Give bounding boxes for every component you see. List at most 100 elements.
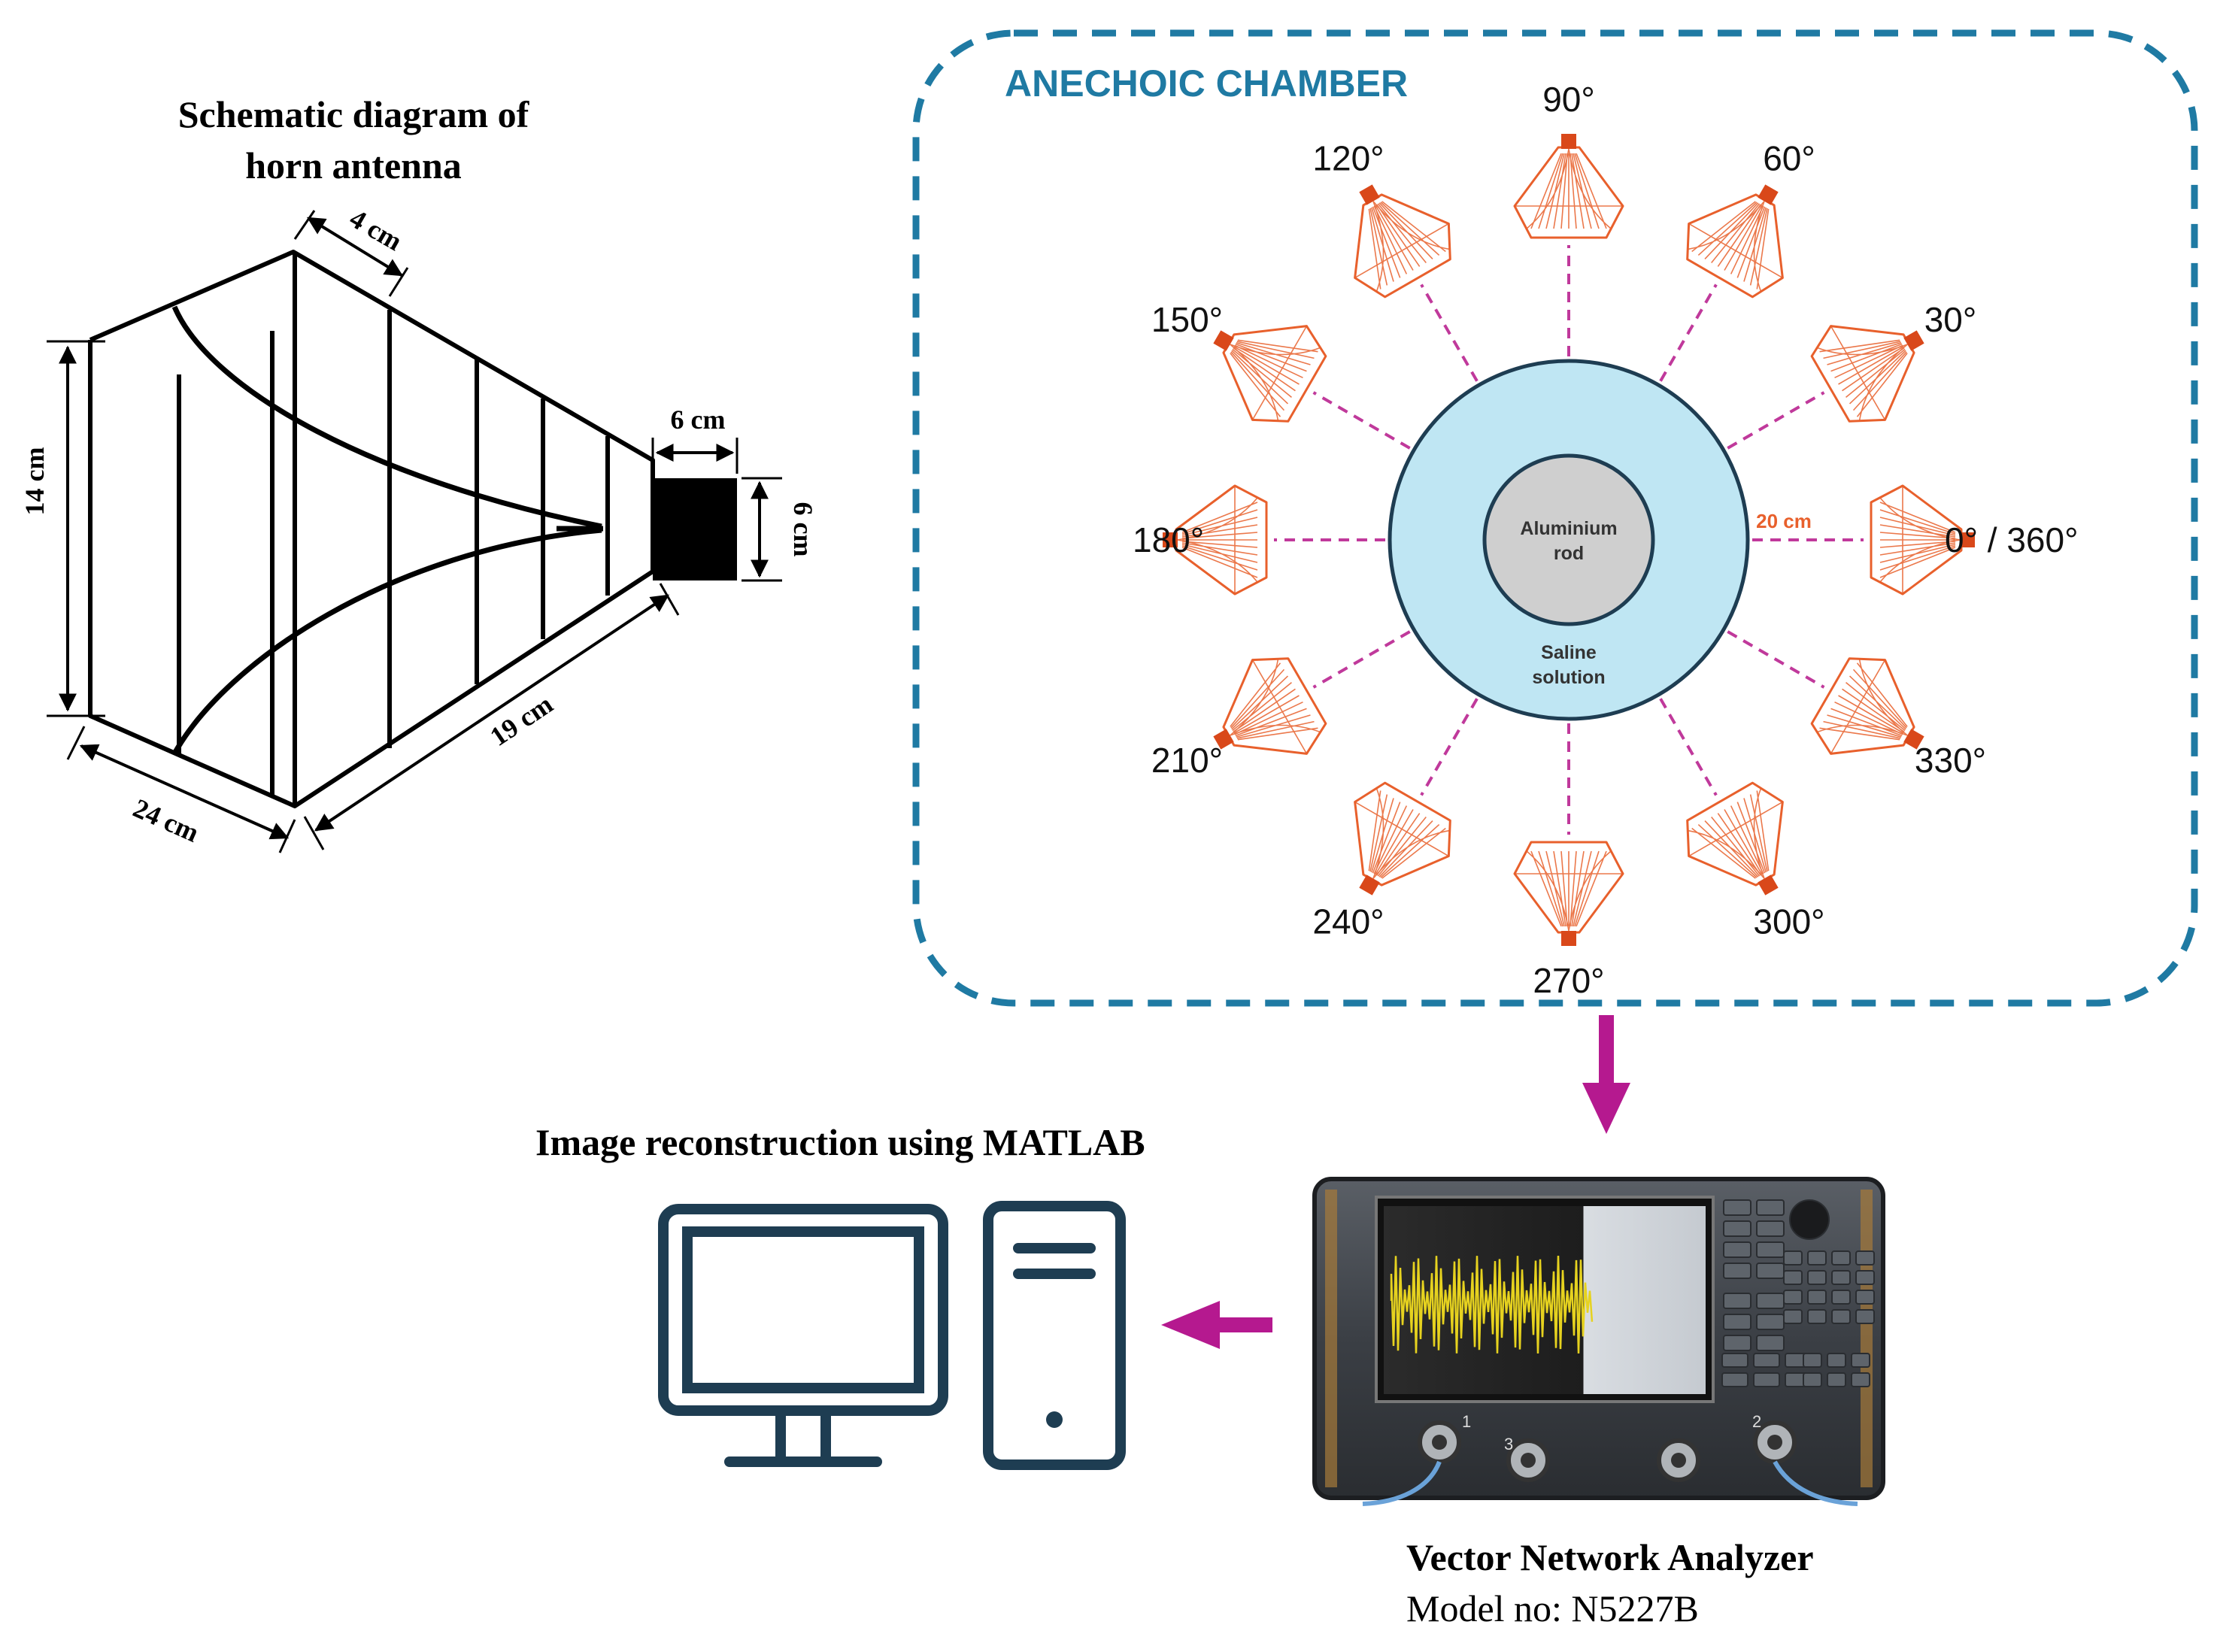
vna-key-20[interactable]: [1783, 1309, 1803, 1324]
vna-key-40[interactable]: [1827, 1372, 1846, 1387]
vna-port-4[interactable]: [1657, 1438, 1700, 1482]
vna-key-34[interactable]: [1753, 1372, 1780, 1387]
vna-key-25[interactable]: [1756, 1293, 1785, 1309]
vna-key-5[interactable]: [1756, 1241, 1785, 1258]
antenna-feed-180: [1163, 532, 1178, 547]
horn-antenna-270: [1513, 841, 1624, 946]
vna-port-label-1: 1: [1462, 1412, 1471, 1431]
computer-tower-icon: [983, 1201, 1126, 1470]
antenna-feed-270: [1561, 931, 1576, 946]
arrow-down-icon: [1582, 1015, 1630, 1134]
horn-antenna-90: [1513, 134, 1624, 239]
antenna-ring: 0° / 360°30°60°90°120°150°180°210°240°27…: [1133, 80, 2078, 1000]
vna-key-39[interactable]: [1803, 1372, 1822, 1387]
vna-key-2[interactable]: [1723, 1220, 1751, 1237]
vna-key-31[interactable]: [1753, 1353, 1780, 1368]
vna-key-21[interactable]: [1807, 1309, 1827, 1324]
vna-key-19[interactable]: [1855, 1290, 1875, 1305]
angle-label-240: 240°: [1312, 902, 1384, 941]
tower-power-led-icon: [1046, 1411, 1063, 1428]
vna-port-label-2: 2: [1752, 1412, 1761, 1431]
vna-key-7[interactable]: [1756, 1262, 1785, 1279]
spoke-line-240: [1420, 698, 1479, 796]
vna-key-23[interactable]: [1855, 1309, 1875, 1324]
horn-antenna-60: [1686, 184, 1784, 299]
spoke-lines: [1274, 245, 1864, 835]
vna-key-38[interactable]: [1851, 1353, 1870, 1368]
vna-ports: 1 3 2: [1362, 1412, 1858, 1506]
saline-label-line2: solution: [1532, 667, 1605, 688]
vna-key-29[interactable]: [1756, 1335, 1785, 1351]
vna-key-24[interactable]: [1723, 1293, 1751, 1309]
vna-key-37[interactable]: [1827, 1353, 1846, 1368]
vna-key-13[interactable]: [1807, 1270, 1827, 1285]
vna-key-6[interactable]: [1723, 1262, 1751, 1279]
chamber-border: [912, 29, 2198, 1007]
vna-port-label-3: 3: [1504, 1435, 1513, 1453]
vna-key-27[interactable]: [1756, 1314, 1785, 1330]
dim-14cm-label: 14 cm: [20, 447, 50, 516]
antenna-feed-300: [1758, 874, 1779, 896]
horn-antenna-150: [1213, 325, 1327, 423]
arrow-left-icon: [1161, 1301, 1272, 1349]
vna-key-22[interactable]: [1831, 1309, 1851, 1324]
spoke-line-120: [1420, 283, 1479, 382]
horn-antenna-210: [1213, 657, 1327, 755]
vna-port-3[interactable]: [1506, 1438, 1550, 1482]
vna-key-8[interactable]: [1783, 1250, 1803, 1266]
vna-knob[interactable]: [1789, 1199, 1830, 1240]
vna-key-17[interactable]: [1807, 1290, 1827, 1305]
matlab-caption: Image reconstruction using MATLAB: [535, 1121, 1145, 1163]
vna-key-41[interactable]: [1851, 1372, 1870, 1387]
vna-screen-trace: [1390, 1255, 1594, 1354]
vna-port-1[interactable]: [1418, 1420, 1461, 1464]
vna-key-36[interactable]: [1803, 1353, 1822, 1368]
vna-key-12[interactable]: [1783, 1270, 1803, 1285]
dim-6cm-width-label: 6 cm: [671, 405, 726, 435]
horn-antenna-30: [1810, 325, 1924, 423]
horn-title-line1: Schematic diagram of: [177, 93, 529, 135]
vna-key-11[interactable]: [1855, 1250, 1875, 1266]
spoke-line-330: [1727, 630, 1825, 689]
spoke-line-60: [1659, 283, 1718, 382]
rod-label-line1: Aluminium: [1520, 518, 1617, 539]
vna-key-26[interactable]: [1723, 1314, 1751, 1330]
vna-key-10[interactable]: [1831, 1250, 1851, 1266]
antenna-feed-60: [1758, 184, 1779, 205]
vna-key-30[interactable]: [1721, 1353, 1748, 1368]
vna-key-4[interactable]: [1723, 1241, 1751, 1258]
antenna-feed-150: [1213, 330, 1234, 351]
vna-key-3[interactable]: [1756, 1220, 1785, 1237]
vna-key-16[interactable]: [1783, 1290, 1803, 1305]
vna-screen: [1375, 1196, 1715, 1403]
vna-key-9[interactable]: [1807, 1250, 1827, 1266]
vna-key-0[interactable]: [1723, 1199, 1751, 1216]
vna-keypad: [1721, 1199, 1875, 1387]
vna-key-33[interactable]: [1721, 1372, 1748, 1387]
monitor-icon: [658, 1204, 948, 1467]
antenna-feed-330: [1903, 729, 1924, 750]
vna-key-1[interactable]: [1756, 1199, 1785, 1216]
angle-label-30: 30°: [1924, 300, 1977, 339]
angle-label-300: 300°: [1753, 902, 1824, 941]
vna-key-18[interactable]: [1831, 1290, 1851, 1305]
angle-label-120: 120°: [1312, 139, 1384, 178]
vna-key-14[interactable]: [1831, 1270, 1851, 1285]
angle-label-330: 330°: [1915, 741, 1986, 780]
vna-key-15[interactable]: [1855, 1270, 1875, 1285]
antenna-feed-120: [1359, 184, 1380, 205]
vna-key-28[interactable]: [1723, 1335, 1751, 1351]
antenna-feed-0: [1960, 532, 1975, 547]
dim-6cm-height-label: 6 cm: [788, 502, 818, 557]
antenna-feed-30: [1903, 330, 1924, 351]
horn-antenna-120: [1354, 184, 1451, 299]
spoke-line-30: [1727, 391, 1825, 450]
horn-antenna-0: [1870, 484, 1975, 596]
angle-label-60: 60°: [1763, 139, 1815, 178]
angle-label-210: 210°: [1151, 741, 1223, 780]
